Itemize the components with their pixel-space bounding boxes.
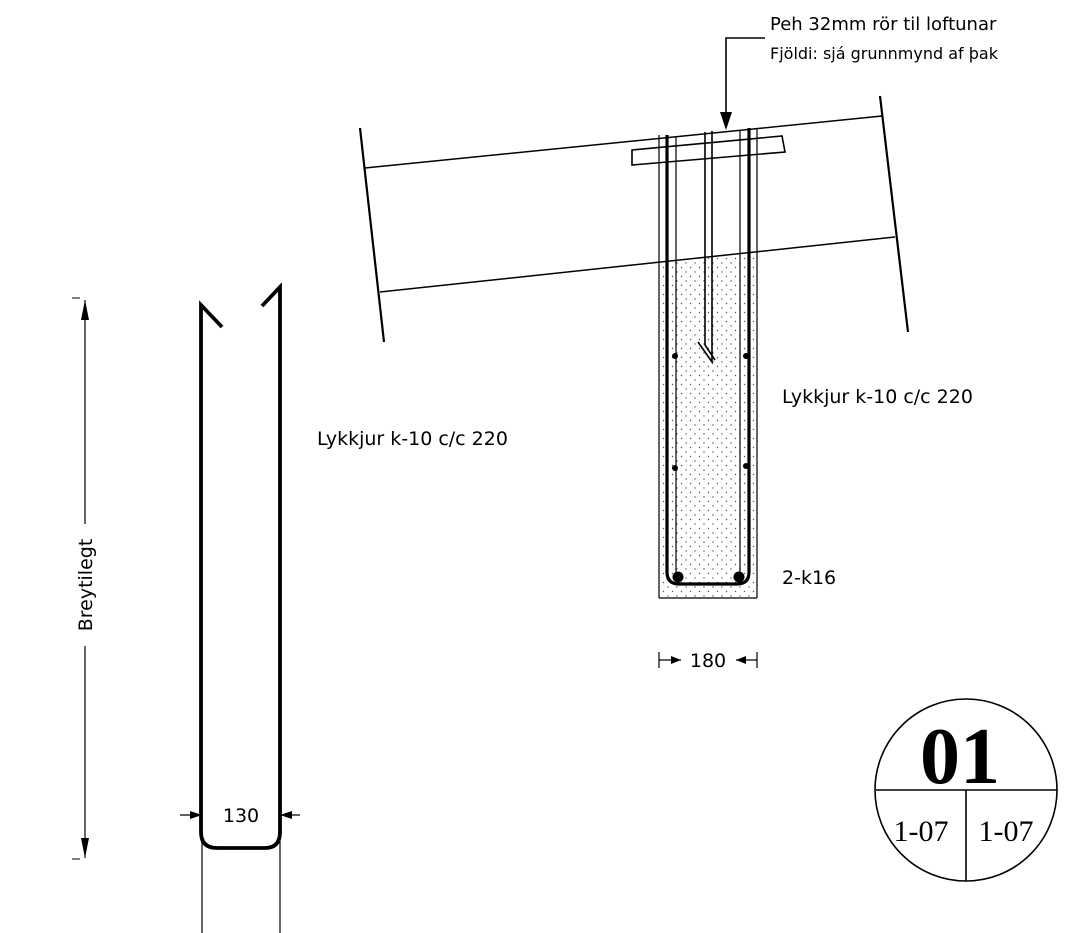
dim-arrow-right (280, 811, 292, 819)
stirrup (665, 128, 751, 586)
pipe-leader (720, 37, 765, 130)
rib-beam (631, 128, 786, 599)
bottom-bars-note: 2-k16 (782, 567, 836, 589)
dim-arrow-bottom (81, 838, 89, 858)
bar-dot (672, 465, 678, 471)
leader-line (725, 37, 765, 118)
slab-left-edge (358, 127, 386, 343)
bottom-bar (733, 571, 745, 583)
width-left-label: 130 (223, 805, 259, 827)
vent-pipe-right (697, 131, 713, 365)
slab-top-line (364, 115, 883, 169)
dim-arrow-top (81, 300, 89, 320)
leader-arrowhead (720, 112, 732, 130)
dim-arrow-left (671, 656, 681, 664)
stirrups-note-right: Lykkjur k-10 c/c 220 (782, 386, 973, 408)
stirrup-shape (199, 282, 282, 850)
width-dimension-right (658, 652, 758, 668)
bar-dot (743, 353, 749, 359)
detail-ref-left: 1-07 (894, 815, 949, 848)
width-right-label: 180 (690, 650, 726, 672)
bar-dot (672, 353, 678, 359)
height-dimension (72, 297, 89, 860)
bottom-bar (672, 571, 684, 583)
slab-right-edge (878, 95, 910, 333)
stirrup-outline (199, 282, 282, 850)
bar-dot (743, 463, 749, 469)
width-dimension-left (180, 811, 300, 933)
stirrups-note-left: Lykkjur k-10 c/c 220 (317, 428, 508, 450)
dim-arrow-left (190, 811, 202, 819)
height-label: Breytilegt (75, 539, 97, 632)
roof-slab (358, 95, 910, 343)
concrete-fill (659, 253, 757, 598)
detail-marker: 01 1-07 1-07 (874, 698, 1058, 882)
pipe-note-line2: Fjöldi: sjá grunnmynd af þak (770, 44, 999, 63)
slab-bottom-line (379, 236, 896, 293)
dim-arrow-right (736, 656, 746, 664)
detail-ref-right: 1-07 (979, 815, 1034, 848)
top-plate (631, 135, 786, 166)
pipe-note-line1: Peh 32mm rör til loftunar (770, 14, 997, 35)
detail-number: 01 (920, 713, 1000, 801)
